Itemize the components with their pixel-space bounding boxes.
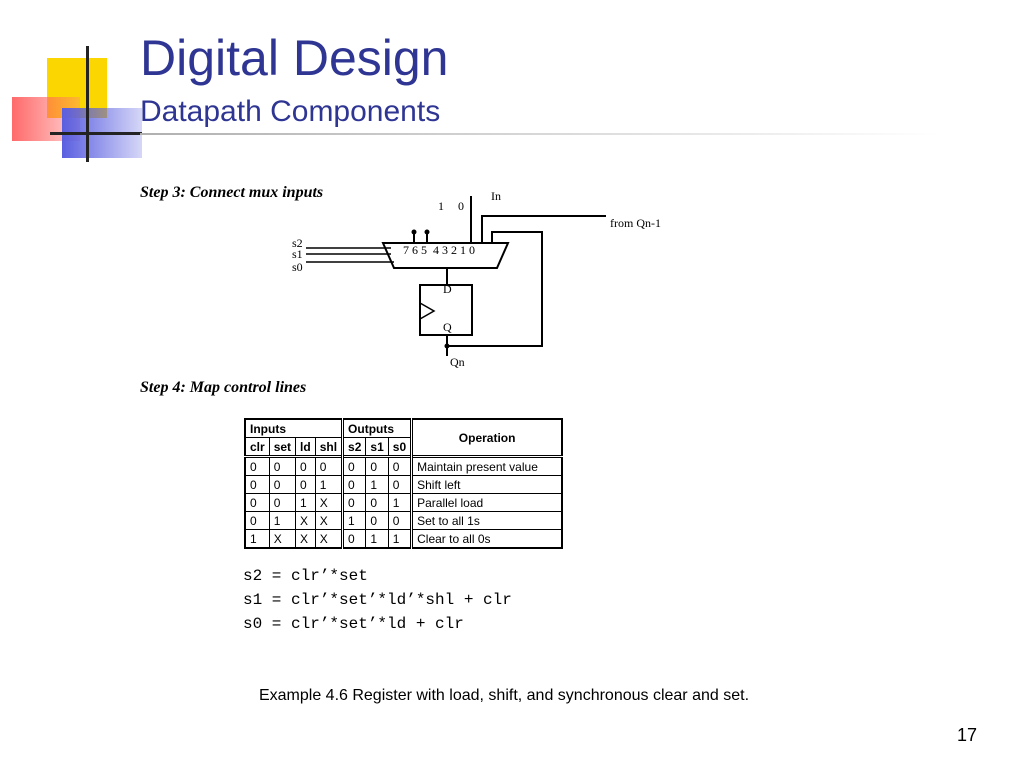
decor-vertical-line	[86, 46, 89, 162]
bit-label-1: 1	[438, 199, 444, 213]
table-cell: 0	[341, 455, 367, 476]
equation-s2: s2 = clr’*set	[243, 567, 368, 585]
operation-header: Operation	[410, 418, 563, 457]
col-header-s0: s0	[387, 437, 413, 457]
table-cell: X	[268, 529, 297, 549]
col-header-s2: s2	[341, 437, 367, 457]
slide-subtitle: Datapath Components	[140, 95, 441, 128]
table-cell: X	[314, 529, 344, 549]
inputs-group-header: Inputs	[244, 418, 344, 438]
table-cell: X	[295, 511, 316, 530]
slide-title: Digital Design	[140, 30, 449, 86]
col-header-clr: clr	[244, 437, 270, 457]
equation-s0: s0 = clr’*set’*ld + clr	[243, 615, 464, 633]
control-mapping-table: Inputs Outputs Operation clr set ld shl …	[244, 418, 564, 549]
in-label: In	[491, 189, 501, 203]
junction-dot	[411, 229, 417, 235]
junction-dot	[444, 343, 450, 349]
q-label: Q	[443, 320, 452, 334]
mux-input-numbers: 7 6 5 4 3 2 1 0	[403, 243, 475, 257]
table-cell: 1	[314, 475, 344, 494]
qn-label: Qn	[450, 355, 465, 369]
table-row: 0 0 0 1 0 1 0 Shift left	[244, 475, 563, 494]
table-cell: 0	[365, 511, 389, 530]
table-cell: 0	[295, 475, 316, 494]
table-cell: 1	[365, 475, 389, 494]
table-cell: X	[314, 511, 344, 530]
table-cell: 0	[244, 493, 270, 512]
col-header-s1: s1	[365, 437, 389, 457]
table-cell: 0	[341, 493, 367, 512]
from-qn-1-wire	[481, 215, 606, 243]
s0-label: s0	[292, 260, 303, 274]
table-cell: 1	[295, 493, 316, 512]
table-column-header-row: clr set ld shl s2 s1 s0	[244, 437, 562, 457]
operation-cell: Parallel load	[410, 493, 563, 512]
figure-caption: Example 4.6 Register with load, shift, a…	[258, 687, 750, 704]
col-header-set: set	[268, 437, 297, 457]
step4-label: Step 4: Map control lines	[140, 379, 307, 396]
col-header-ld: ld	[295, 437, 316, 457]
table-cell: 0	[365, 493, 389, 512]
d-label: D	[443, 282, 452, 296]
table-cell: 0	[314, 455, 344, 476]
table-cell: 0	[365, 455, 389, 476]
s1-label: s1	[292, 247, 303, 261]
from-qn-1-label: from Qn-1	[610, 216, 661, 230]
mux-shape	[381, 242, 510, 269]
decor-horizontal-line	[50, 132, 142, 135]
table-cell: 0	[387, 475, 413, 494]
table-cell: X	[295, 529, 316, 549]
bit-label-0: 0	[458, 199, 464, 213]
mux-register-diagram: In 1 0 from Qn-1 s2 s1 s0 7 6 5 4 3 2 1 …	[292, 189, 661, 369]
step3-label: Step 3: Connect mux inputs	[140, 184, 324, 201]
operation-cell: Shift left	[410, 475, 563, 494]
outputs-group-header: Outputs	[341, 418, 413, 438]
table-group-header-row: Inputs Outputs Operation	[244, 418, 563, 457]
table-cell: 1	[387, 529, 413, 549]
s2-label: s2	[292, 236, 303, 250]
table-row: 0 0 1 X 0 0 1 Parallel load	[244, 493, 563, 512]
table-cell: 0	[387, 511, 413, 530]
table-cell: 1	[387, 493, 413, 512]
table-cell: 0	[244, 511, 270, 530]
clock-triangle	[419, 302, 436, 320]
table-cell: 0	[341, 529, 367, 549]
table-cell: 0	[268, 493, 297, 512]
page-number: 17	[956, 725, 977, 745]
col-header-shl: shl	[314, 437, 344, 457]
table-cell: 0	[244, 455, 270, 476]
table-cell: 1	[244, 529, 270, 549]
table-row: 0 0 0 0 0 0 0 Maintain present value	[244, 455, 563, 476]
operation-cell: Set to all 1s	[410, 511, 563, 530]
operation-cell: Maintain present value	[410, 455, 563, 476]
title-underline	[140, 133, 940, 135]
operation-cell: Clear to all 0s	[410, 529, 563, 549]
feedback-wire	[447, 231, 543, 347]
junction-dot	[424, 229, 430, 235]
table-row: 0 1 X X 1 0 0 Set to all 1s	[244, 511, 563, 530]
table-cell: 1	[365, 529, 389, 549]
table-cell: 0	[244, 475, 270, 494]
table-cell: X	[314, 493, 344, 512]
table-cell: 0	[268, 475, 297, 494]
equation-s1: s1 = clr’*set’*ld’*shl + clr	[243, 591, 512, 609]
table-cell: 0	[268, 455, 297, 476]
table-cell: 0	[387, 455, 413, 476]
table-cell: 1	[268, 511, 297, 530]
table-cell: 1	[341, 511, 367, 530]
table-cell: 0	[295, 455, 316, 476]
table-row: 1 X X X 0 1 1 Clear to all 0s	[244, 529, 563, 549]
table-cell: 0	[341, 475, 367, 494]
